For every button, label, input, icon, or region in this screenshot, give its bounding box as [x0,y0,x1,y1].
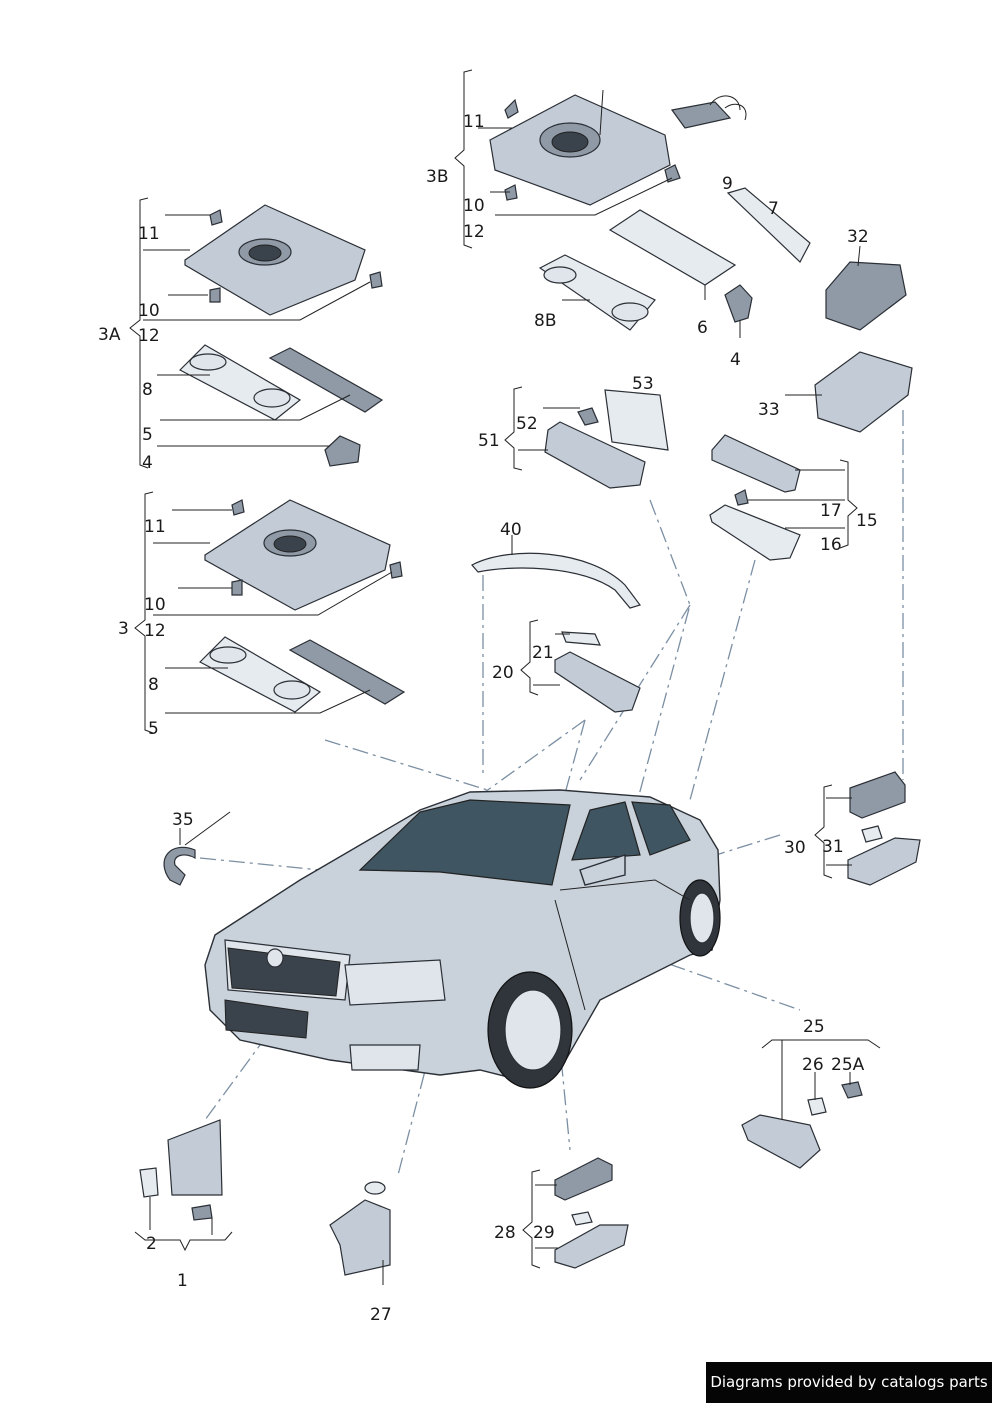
callout-53: 53 [632,374,654,394]
callout-51: 51 [478,431,500,451]
callout-21: 21 [532,643,554,663]
group-3B [454,69,907,338]
callout-27: 27 [370,1305,392,1325]
callout-10-3B: 10 [463,196,485,216]
group-28 [522,1157,629,1269]
callout-31: 31 [822,837,844,857]
callout-52: 52 [516,414,538,434]
callout-29: 29 [533,1223,555,1243]
callout-4-3B: 4 [730,350,741,370]
callout-32: 32 [847,227,869,247]
callout-7: 7 [768,199,779,219]
callout-3B: 3B [426,167,448,187]
callout-28: 28 [494,1223,516,1243]
group-1 [134,1119,233,1252]
callout-3A: 3A [98,325,121,345]
callout-35: 35 [172,810,194,830]
callout-5-3A: 5 [142,425,153,445]
callout-3: 3 [118,619,129,639]
callout-8-3A: 8 [142,380,153,400]
group-3A [129,197,384,469]
callout-10-3: 10 [144,595,166,615]
callout-20: 20 [492,663,514,683]
callout-12-3B: 12 [463,222,485,242]
callout-17: 17 [820,501,842,521]
callout-26: 26 [802,1055,824,1075]
callout-15: 15 [856,511,878,531]
part-27 [329,1181,391,1285]
callout-12-3: 12 [144,621,166,641]
callout-6: 6 [697,318,708,338]
group-20 [471,535,641,713]
credit-banner: Diagrams provided by catalogs parts [706,1362,992,1403]
callout-1: 1 [177,1271,188,1291]
group-25 [741,1039,881,1169]
callout-16: 16 [820,535,842,555]
callout-labels: 11 3B 10 12 9 7 32 8B 6 4 11 10 3A 12 8 … [98,112,878,1325]
callout-40: 40 [500,520,522,540]
group-33 [785,351,913,433]
car-illustration [204,789,721,1089]
group-51 [504,386,669,489]
callout-33: 33 [758,400,780,420]
callout-11-3A: 11 [138,224,160,244]
callout-5-3: 5 [148,719,159,739]
callout-8-3: 8 [148,675,159,695]
callout-25A: 25A [831,1055,865,1075]
callout-10-3A: 10 [138,301,160,321]
callout-11-3: 11 [144,517,166,537]
group-30 [814,771,921,886]
callout-12-3A: 12 [138,326,160,346]
callout-30: 30 [784,838,806,858]
callout-2: 2 [146,1234,157,1254]
callout-11-3B: 11 [463,112,485,132]
part-35 [163,811,231,886]
callout-25: 25 [803,1017,825,1037]
group-3 [134,491,406,734]
callout-4-3A: 4 [142,453,153,473]
group-15 [709,434,858,561]
callout-9: 9 [722,174,733,194]
callout-8B: 8B [534,311,556,331]
